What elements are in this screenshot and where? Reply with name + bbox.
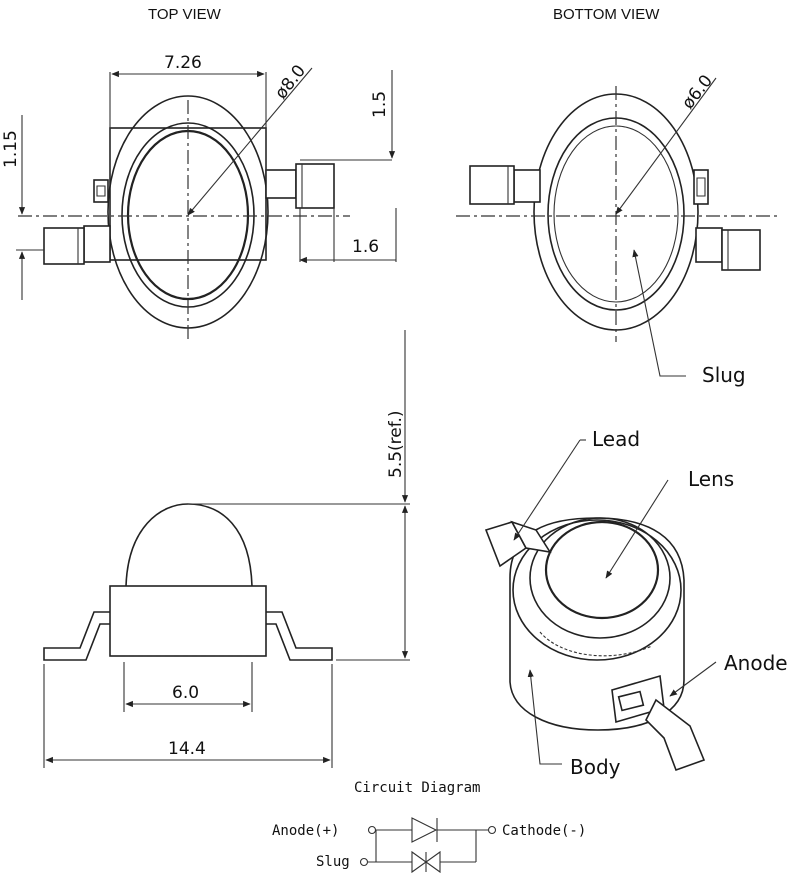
top-polarity-mark [93, 179, 109, 203]
perspective-view: Lead Lens Anode Body [484, 427, 788, 779]
tvs-diode-symbol [411, 850, 427, 874]
persp-lens [544, 520, 660, 620]
bottom-left-lead-neck [513, 169, 541, 203]
dim-length-144: 14.4 [168, 739, 206, 759]
top-left-lead [43, 227, 85, 265]
dim-16: 1.6 [352, 237, 379, 257]
label-body: Body [570, 755, 621, 779]
circuit-cathode-label: Cathode(-) [502, 823, 586, 839]
side-right-lead [266, 611, 333, 661]
side-body [109, 585, 267, 657]
top-view: TOP VIEW 7.26 ø8.0 1.5 [1, 6, 397, 340]
top-right-lead-neck [265, 169, 297, 199]
led-diode-symbol [411, 817, 438, 843]
dim-dia-60: ø6.0 [678, 71, 717, 113]
circuit-diagram: Circuit Diagram Anode(+) Cathode(-) Slug [272, 780, 586, 874]
side-left-lead [43, 611, 110, 661]
circuit-title: Circuit Diagram [354, 780, 480, 796]
persp-body [509, 517, 685, 731]
slug-terminal [359, 857, 369, 867]
anode-terminal [367, 825, 377, 835]
side-lens-dome [125, 503, 253, 587]
label-slug: Slug [702, 363, 746, 387]
dim-dia-80: ø8.0 [271, 61, 310, 103]
side-view: 5.5(ref.) 6.0 14.4 [43, 330, 410, 768]
bottom-view: BOTTOM VIEW ø6.0 Slug [456, 6, 778, 387]
dim-115: 1.15 [1, 130, 21, 168]
bottom-slug [553, 125, 679, 303]
label-anode: Anode [724, 651, 788, 675]
bottom-view-title: BOTTOM VIEW [553, 6, 660, 23]
bottom-left-lead [469, 165, 515, 205]
cathode-terminal [487, 825, 497, 835]
persp-lens-ring [529, 517, 671, 639]
top-left-lead-neck [83, 225, 111, 263]
bottom-right-lead-neck [695, 227, 723, 263]
persp-anode-lead [645, 698, 706, 772]
top-view-title: TOP VIEW [148, 6, 222, 23]
dim-15: 1.5 [370, 91, 390, 118]
persp-rim [512, 519, 682, 661]
circuit-slug-label: Slug [316, 854, 350, 870]
label-lens: Lens [688, 467, 734, 491]
dim-width-726: 7.26 [164, 53, 202, 73]
label-lead: Lead [592, 427, 640, 451]
dim-base-60: 6.0 [172, 683, 199, 703]
bottom-polarity-mark [693, 169, 709, 205]
dim-height-55: 5.5(ref.) [386, 410, 406, 478]
circuit-anode-label: Anode(+) [272, 823, 339, 839]
